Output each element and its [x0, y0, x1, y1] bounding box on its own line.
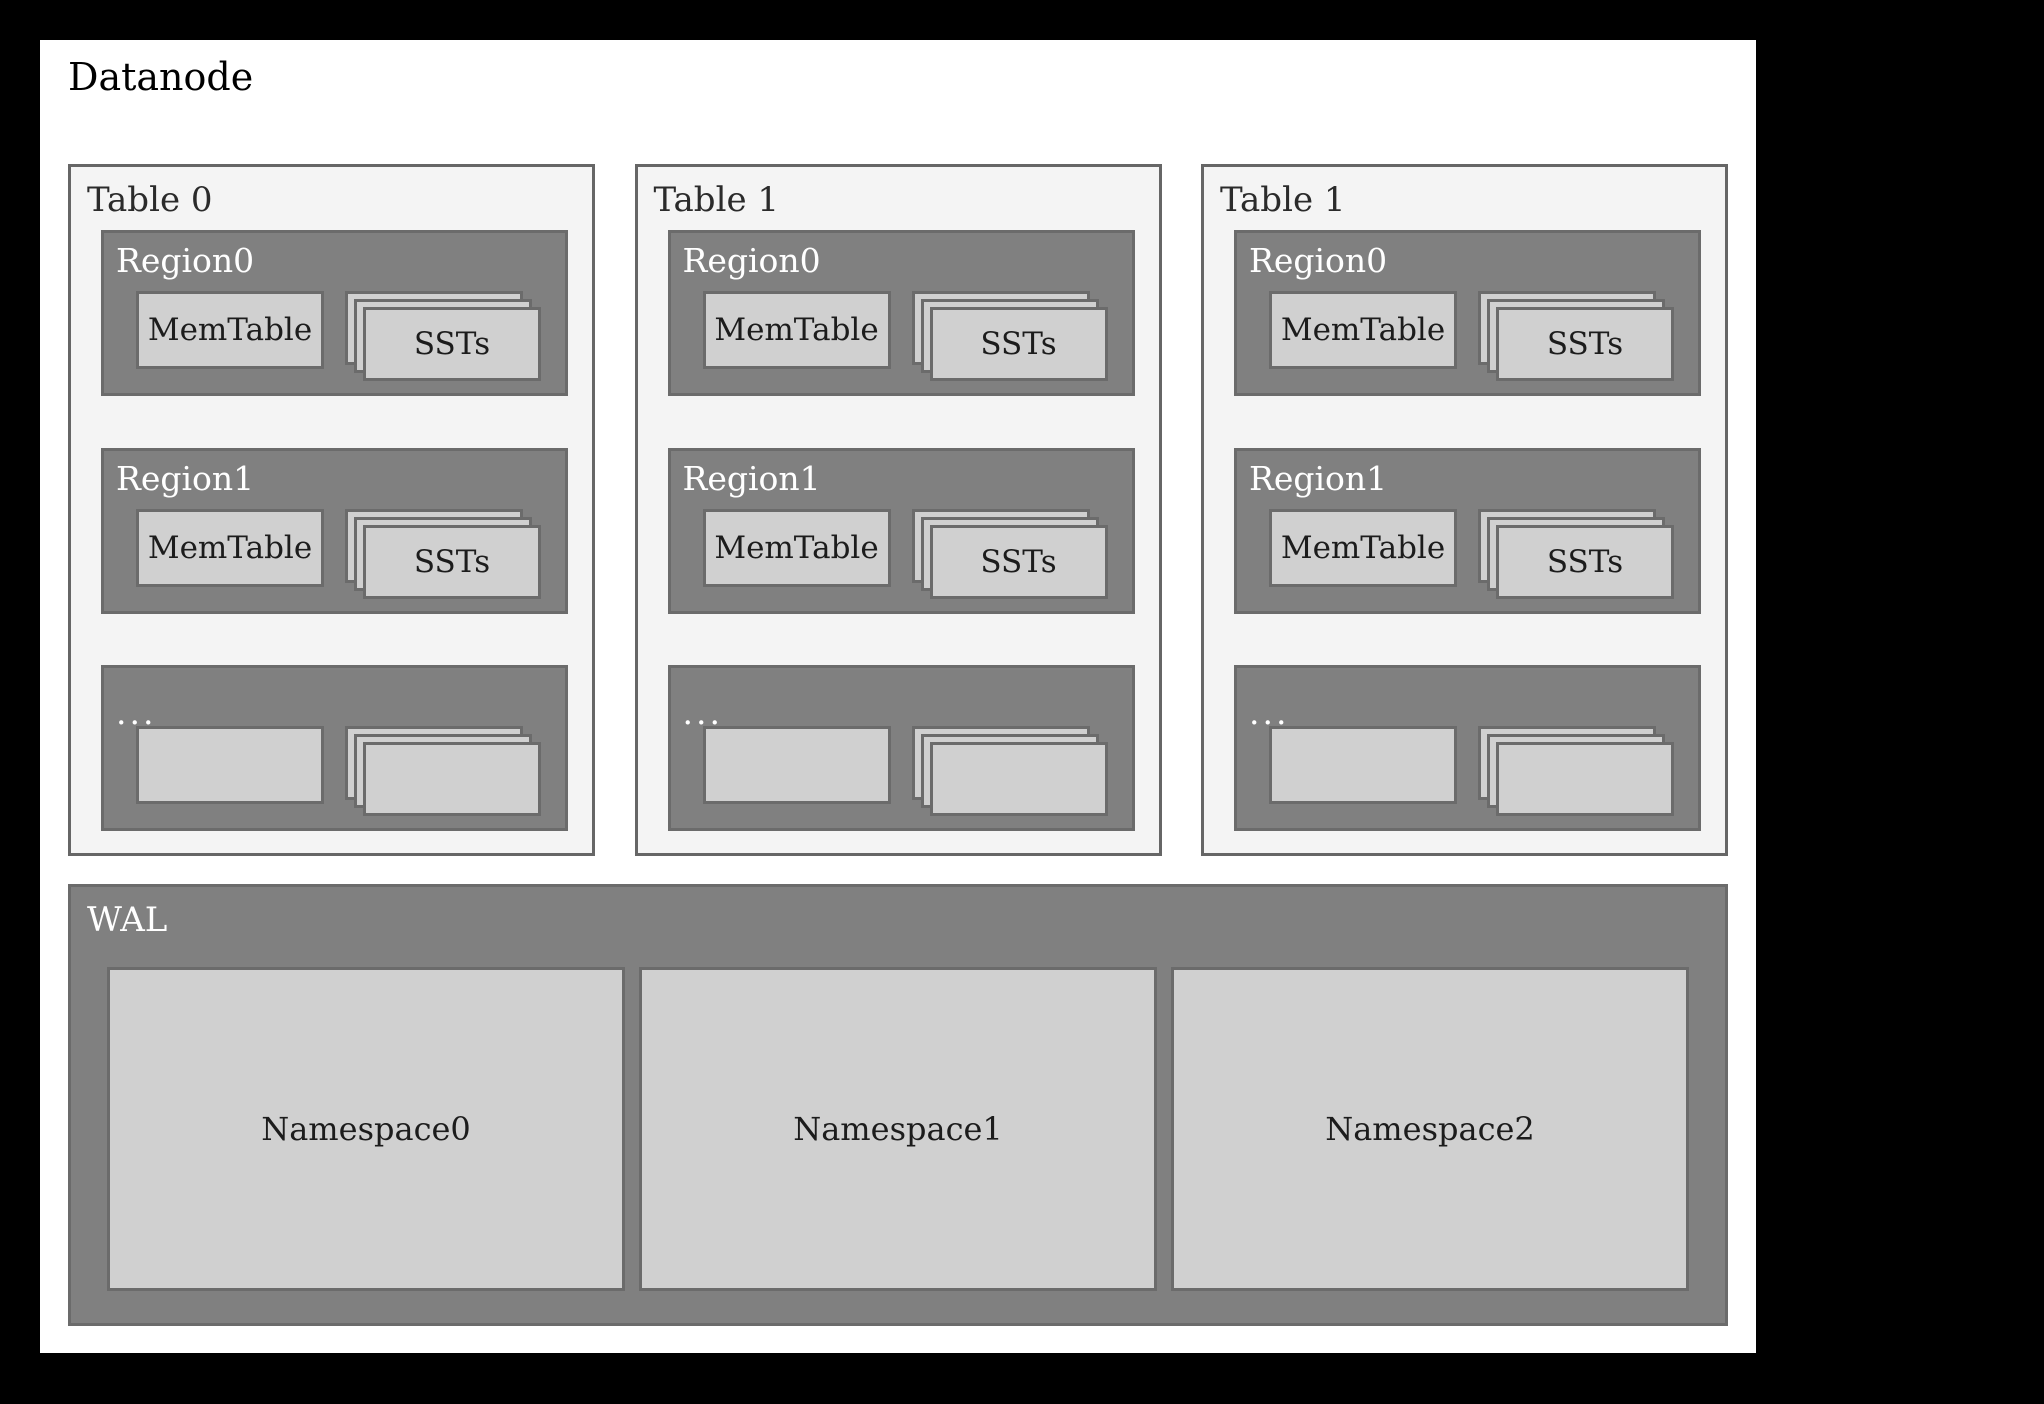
- region-body: MemTable SSTs: [1269, 508, 1680, 599]
- region-box-1[interactable]: Region1 MemTable SSTs: [667, 447, 1135, 614]
- region-label: Region1: [682, 458, 821, 498]
- table-label: Table 0: [87, 180, 213, 220]
- tables-row: Table 0 Region0 MemTable SSTs Region1: [68, 164, 1728, 856]
- memtable-box-blank[interactable]: [136, 726, 324, 804]
- sst-sheet-front: SSTs: [1496, 524, 1674, 599]
- region-body: [702, 726, 1114, 816]
- memtable-box-blank[interactable]: [702, 726, 891, 804]
- region-body: [136, 726, 547, 816]
- sst-stack[interactable]: SSTs: [345, 508, 541, 601]
- memtable-box[interactable]: MemTable: [136, 508, 324, 587]
- namespace-box-2[interactable]: Namespace2: [1171, 967, 1689, 1291]
- table-panel-2[interactable]: Table 1 Region0 MemTable SSTs Region1: [1201, 164, 1728, 856]
- sst-stack[interactable]: SSTs: [911, 508, 1108, 601]
- region-box-1[interactable]: Region1 MemTable SSTs: [1234, 447, 1701, 614]
- region-box-0[interactable]: Region0 MemTable SSTs: [1234, 230, 1701, 396]
- namespace-box-1[interactable]: Namespace1: [639, 967, 1157, 1291]
- region-box-more[interactable]: ...: [101, 665, 568, 831]
- memtable-box[interactable]: MemTable: [1269, 508, 1457, 587]
- region-body: MemTable SSTs: [1269, 291, 1680, 381]
- region-body: MemTable SSTs: [702, 508, 1114, 599]
- regions-stack: Region0 MemTable SSTs Region1 MemTable: [101, 230, 568, 831]
- sst-stack[interactable]: SSTs: [1478, 291, 1674, 383]
- region-ellipsis-label: ...: [1249, 693, 1290, 732]
- sst-stack[interactable]: SSTs: [911, 291, 1108, 383]
- sst-stack-blank[interactable]: [911, 726, 1108, 818]
- sst-stack[interactable]: SSTs: [1478, 508, 1674, 601]
- region-box-more[interactable]: ...: [1234, 665, 1701, 831]
- sst-sheet-front: SSTs: [363, 307, 541, 381]
- region-body: MemTable SSTs: [136, 508, 547, 599]
- memtable-box-blank[interactable]: [1269, 726, 1457, 804]
- region-label: Region0: [1249, 241, 1388, 280]
- region-label: Region0: [682, 241, 821, 280]
- memtable-box[interactable]: MemTable: [1269, 291, 1457, 369]
- region-label: Region0: [116, 241, 255, 280]
- table-panel-1[interactable]: Table 1 Region0 MemTable SSTs Region1: [634, 164, 1162, 856]
- sst-sheet-front: [1496, 742, 1674, 816]
- sst-sheet-front: SSTs: [1496, 307, 1674, 381]
- sst-sheet-front: [929, 742, 1108, 816]
- regions-stack: Region0 MemTable SSTs Region1 MemTable: [667, 230, 1135, 831]
- namespaces-row: Namespace0 Namespace1 Namespace2: [107, 967, 1689, 1291]
- sst-stack-blank[interactable]: [345, 726, 541, 818]
- datanode-panel: Datanode Table 0 Region0 MemTable SSTs: [40, 40, 1756, 1353]
- region-box-1[interactable]: Region1 MemTable SSTs: [101, 447, 568, 614]
- region-ellipsis-label: ...: [116, 693, 157, 732]
- sst-stack[interactable]: SSTs: [345, 291, 541, 383]
- regions-stack: Region0 MemTable SSTs Region1 MemTable: [1234, 230, 1701, 831]
- wal-label: WAL: [87, 900, 168, 940]
- datanode-title: Datanode: [68, 55, 254, 99]
- table-label: Table 1: [1220, 180, 1346, 220]
- sst-stack-blank[interactable]: [1478, 726, 1674, 818]
- memtable-box[interactable]: MemTable: [136, 291, 324, 369]
- region-body: MemTable SSTs: [136, 291, 547, 381]
- wal-panel[interactable]: WAL Namespace0 Namespace1 Namespace2: [68, 884, 1728, 1326]
- namespace-box-0[interactable]: Namespace0: [107, 967, 625, 1291]
- sst-sheet-front: SSTs: [929, 307, 1108, 381]
- region-ellipsis-label: ...: [682, 693, 723, 732]
- region-box-0[interactable]: Region0 MemTable SSTs: [101, 230, 568, 396]
- sst-sheet-front: [363, 742, 541, 816]
- sst-sheet-front: SSTs: [929, 524, 1108, 599]
- memtable-box[interactable]: MemTable: [702, 508, 891, 587]
- region-box-0[interactable]: Region0 MemTable SSTs: [667, 230, 1135, 396]
- table-label: Table 1: [653, 180, 780, 220]
- table-panel-0[interactable]: Table 0 Region0 MemTable SSTs Region1: [68, 164, 595, 856]
- sst-sheet-front: SSTs: [363, 524, 541, 599]
- memtable-box[interactable]: MemTable: [702, 291, 891, 369]
- region-label: Region1: [116, 458, 255, 498]
- region-label: Region1: [1249, 458, 1388, 498]
- region-body: [1269, 726, 1680, 816]
- region-box-more[interactable]: ...: [667, 665, 1135, 831]
- region-body: MemTable SSTs: [702, 291, 1114, 381]
